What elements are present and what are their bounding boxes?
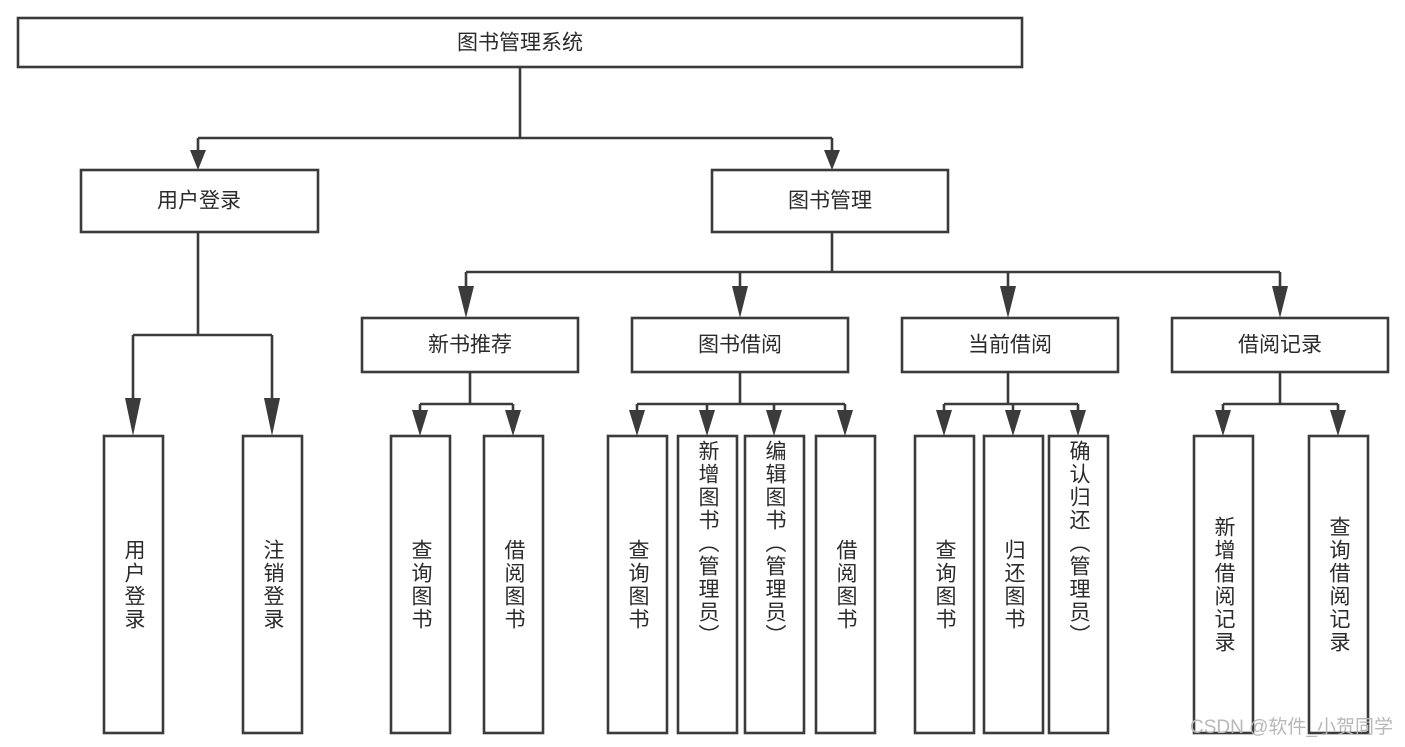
- leaf-box-current-confirm[interactable]: [1047, 434, 1110, 735]
- leaf-box-current-return[interactable]: [982, 434, 1045, 735]
- watermark: CSDN @软件_小贺同学: [1190, 717, 1393, 738]
- node-current-borrow[interactable]: [900, 316, 1120, 374]
- node-borrow-record-label: 借阅记录: [1238, 334, 1322, 357]
- connector-currentborrow-to-leaves: [936, 372, 1086, 436]
- node-root[interactable]: [16, 16, 1024, 69]
- connector-root-to-level2: [190, 67, 840, 170]
- leaf-box-borrow-query[interactable]: [606, 434, 669, 735]
- node-borrow-record[interactable]: [1170, 316, 1390, 374]
- connector-bookborrow-to-leaves: [629, 372, 853, 436]
- leaf-box-borrow-edit[interactable]: [743, 434, 806, 735]
- node-new-book-recommend[interactable]: [360, 316, 580, 374]
- node-book-borrow-label: 图书借阅: [698, 334, 782, 357]
- connector-newbook-to-leaves: [412, 372, 521, 436]
- leaf-box-newbook-query[interactable]: [389, 434, 452, 735]
- leaf-box-borrow-lend[interactable]: [814, 434, 877, 735]
- node-book-borrow[interactable]: [630, 316, 850, 374]
- connector-borrowrecord-to-leaves: [1215, 372, 1346, 436]
- leaf-box-record-query[interactable]: [1307, 434, 1370, 735]
- node-user-login-label: 用户登录: [157, 190, 241, 213]
- node-user-login[interactable]: [79, 168, 320, 234]
- connector-bookmgmt-to-level3: [458, 232, 1288, 318]
- connector-userlogin-to-leaves: [125, 232, 280, 436]
- leaf-box-borrow-add[interactable]: [676, 434, 739, 735]
- node-current-borrow-label: 当前借阅: [968, 334, 1052, 357]
- leaf-box-logout[interactable]: [241, 434, 304, 735]
- node-root-label: 图书管理系统: [457, 32, 583, 55]
- leaf-box-current-query[interactable]: [913, 434, 976, 735]
- node-book-management-label: 图书管理: [788, 190, 872, 213]
- leaf-box-record-add[interactable]: [1192, 434, 1255, 735]
- leaf-box-newbook-borrow[interactable]: [482, 434, 545, 735]
- node-new-book-recommend-label: 新书推荐: [428, 334, 512, 357]
- leaf-box-user-login[interactable]: [102, 434, 165, 735]
- node-book-management[interactable]: [710, 168, 950, 234]
